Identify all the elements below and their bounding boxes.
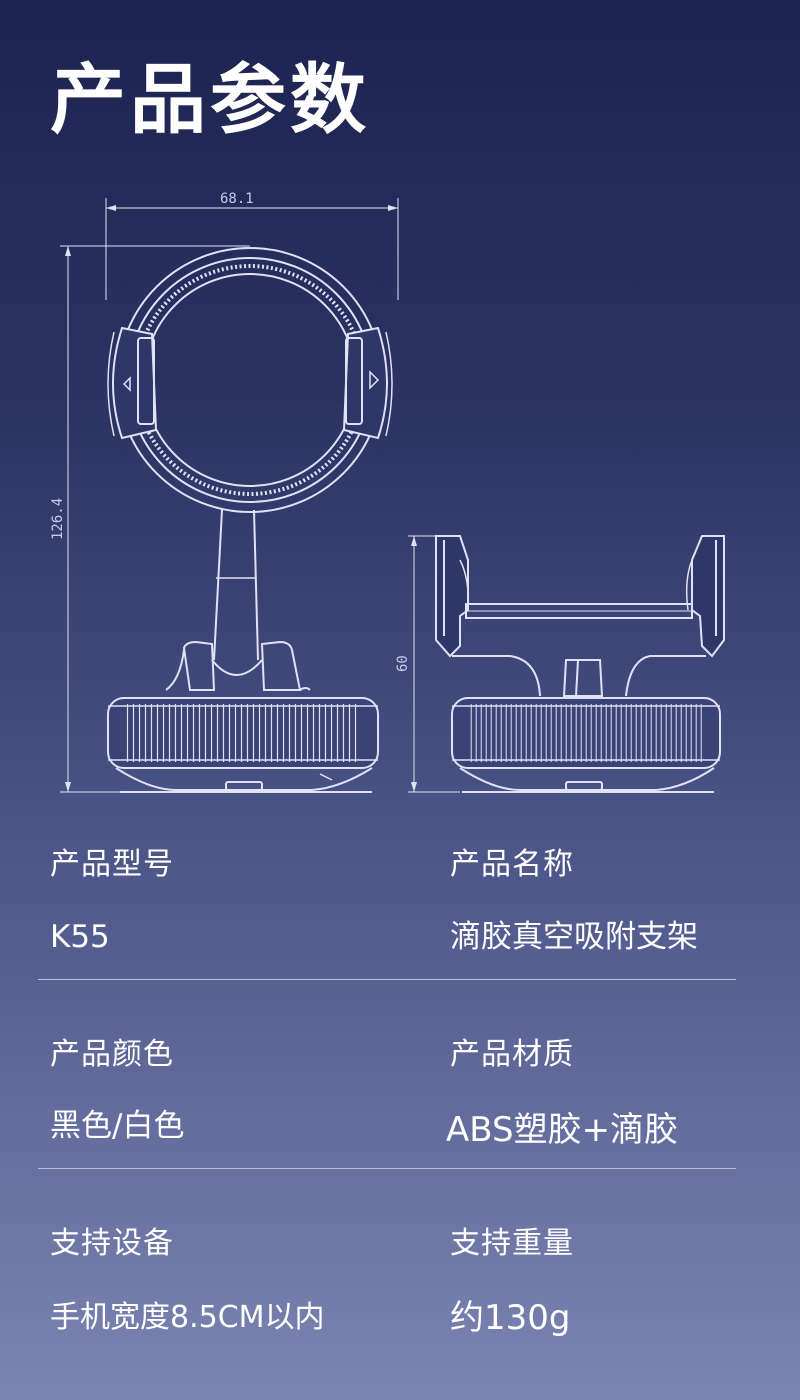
spec-value-color: 黑色/白色 — [50, 1108, 185, 1144]
front-view — [60, 198, 399, 793]
spec-label-model: 产品型号 — [50, 847, 174, 882]
page-title: 产品参数 — [50, 55, 370, 144]
width-dimension-label: 68.1 — [220, 191, 254, 207]
side-view — [408, 535, 725, 793]
spec-value-weight: 约130g — [450, 1298, 571, 1338]
spec-value-model: K55 — [50, 919, 110, 955]
spec-value-name: 滴胶真空吸附支架 — [450, 919, 698, 955]
spec-label-name: 产品名称 — [450, 847, 574, 882]
product-dimension-drawing: 68.1 126.4 60 — [50, 191, 725, 793]
spec-label-device: 支持设备 — [50, 1226, 174, 1261]
divider — [38, 979, 736, 980]
spec-label-material: 产品材质 — [450, 1037, 574, 1072]
height-dimension-label: 126.4 — [50, 498, 66, 540]
divider — [38, 1168, 736, 1169]
spec-label-weight: 支持重量 — [450, 1226, 574, 1261]
spec-value-device: 手机宽度8.5CM以内 — [50, 1300, 325, 1335]
spec-label-color: 产品颜色 — [50, 1037, 174, 1072]
spec-value-material: ABS塑胶+滴胶 — [446, 1110, 679, 1150]
side-height-dimension-label: 60 — [395, 655, 411, 672]
